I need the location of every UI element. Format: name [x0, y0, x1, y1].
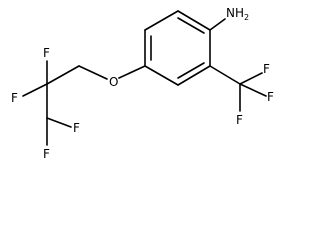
bond-o-ch2	[78, 65, 108, 80]
f-chf2-right-label: F	[73, 121, 80, 135]
ring-double-bond-top-right	[177, 17, 205, 34]
oxygen-label: O	[109, 75, 118, 89]
f-cf3-bottom-label: F	[236, 113, 243, 127]
bond-ring-o	[118, 65, 146, 79]
ring-bond-bottom-right	[177, 65, 211, 86]
f-chf2-bottom-label: F	[43, 147, 50, 161]
bond-ch2-cf2	[46, 65, 80, 85]
bond-ring-nh2	[209, 18, 226, 31]
f-cf3-right-label: F	[267, 90, 274, 104]
nh2-subscript: 2	[244, 13, 249, 22]
bond-cf3-f-top	[239, 72, 263, 85]
f-cf2-top-label: F	[43, 46, 50, 60]
ring-bond-bottom-left	[144, 65, 179, 86]
bond-chf2-f-right	[46, 117, 72, 128]
bond-cf2-f-left	[22, 83, 48, 97]
bond-cf3-f-right	[239, 83, 267, 97]
ring-double-bond-bottom-right	[177, 62, 205, 79]
bond-ring-cf3	[209, 65, 241, 85]
f-cf2-left-label: F	[11, 91, 18, 105]
nh2-label: NH	[226, 6, 244, 20]
structure-diagram: NH 2 F F F O F F F F	[11, 6, 274, 161]
ring-bond-top	[144, 10, 179, 31]
ring-bond-top-right	[177, 10, 211, 31]
f-cf3-top-label: F	[263, 62, 270, 76]
benzene-ring	[144, 10, 211, 86]
